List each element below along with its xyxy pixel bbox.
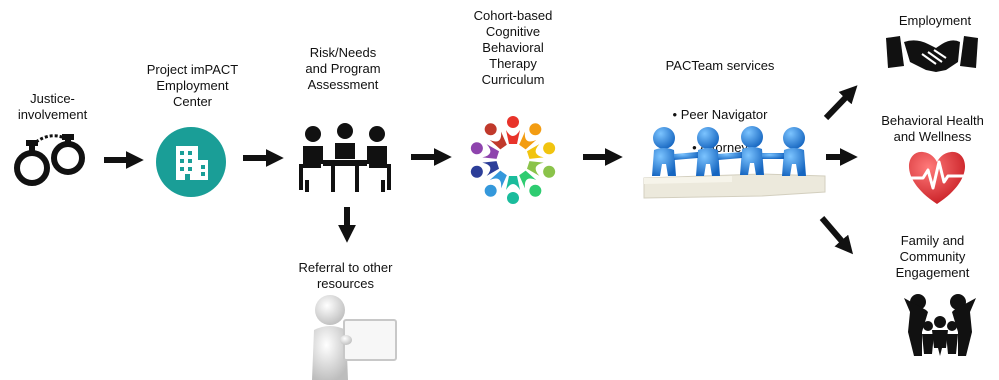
building-icon xyxy=(155,126,227,198)
risk-label: Risk/Needs and Program Assessment xyxy=(305,45,381,92)
meeting-table-icon xyxy=(295,120,395,195)
employment-label: Employment xyxy=(898,13,972,28)
impact-label: Project imPACT Employment Center xyxy=(146,62,239,109)
family-icon xyxy=(900,292,980,356)
pacteam-item-peer-navigator: Peer Navigator xyxy=(645,106,795,123)
heart-pulse-icon xyxy=(903,148,971,208)
arrow-pacteam-to-family xyxy=(819,216,854,255)
handcuffs-icon xyxy=(10,130,90,190)
figure-holding-sign-icon xyxy=(300,292,400,380)
handshake-icon xyxy=(886,32,978,76)
arrow-pacteam-to-employment xyxy=(823,85,858,121)
circle-of-people-icon xyxy=(465,112,561,208)
pacteam-title: PACTeam services xyxy=(665,58,775,73)
family-label: Family and Community Engagement xyxy=(895,233,970,280)
justice-label: Justice- involvement xyxy=(17,91,88,122)
connected-puzzle-people-icon xyxy=(642,122,827,200)
cbt-label: Cohort-based Cognitive Behavioral Therap… xyxy=(473,8,553,87)
referral-label: Referral to other resources xyxy=(298,260,393,291)
health-label: Behavioral Health and Wellness xyxy=(881,113,984,144)
